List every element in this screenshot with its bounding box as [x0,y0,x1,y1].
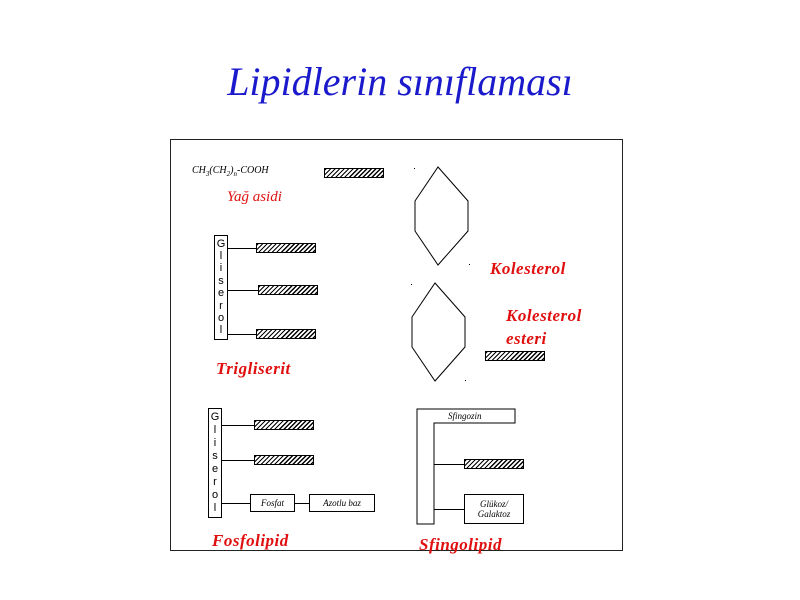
sphingosine-backbone [416,408,516,525]
cholesterol-dot-top [414,168,415,169]
cholesterol-ester-hexagon [411,282,466,382]
phospholipid-chain-1 [254,420,314,430]
triglyceride-bond-1 [228,248,256,249]
cholesterol-ester-dot-top [411,284,412,285]
phospholipid-label: Fosfolipid [212,531,289,550]
sphingolipid-bond-2 [434,509,464,510]
triglyceride-chain-3 [256,329,316,339]
diagram-frame [170,139,623,551]
triglyceride-chain-1 [256,243,316,253]
triglyceride-chain-2 [258,285,318,295]
fatty-acid-label: Yağ asidi [227,189,282,205]
cholesterol-dot-bottom [469,264,470,265]
sphingosine-label: Sfingozin [448,411,482,421]
triglyceride-bond-2 [228,290,258,291]
phospholipid-bond-2 [222,460,254,461]
triglyceride-label: Trigliserit [216,359,291,378]
phospholipid-chain-2 [254,455,314,465]
cholesterol-label: Kolesterol [490,259,566,278]
fatty-acid-formula: CH3(CH2)n-COOH [192,165,269,178]
fatty-acid-chain [324,168,384,178]
phosphate-box: Fosfat [250,494,295,512]
sphingolipid-chain [464,459,524,469]
phospholipid-bond-3 [222,503,250,504]
page-title: Lipidlerin sınıflaması [227,59,573,104]
triglyceride-bond-3 [228,334,256,335]
sugar-box: Glükoz/Galaktoz [464,494,524,524]
cholesterol-ester-dot-bottom [465,380,466,381]
phosphate-base-bond [295,503,309,504]
sphingolipid-label: Sfingolipid [419,535,502,554]
sphingolipid-bond-1 [434,464,464,465]
cholesterol-ester-chain [485,351,545,361]
cholesterol-hexagon [414,166,469,266]
nitrogen-base-box: Azotlu baz [309,494,375,512]
phospholipid-bond-1 [222,425,254,426]
